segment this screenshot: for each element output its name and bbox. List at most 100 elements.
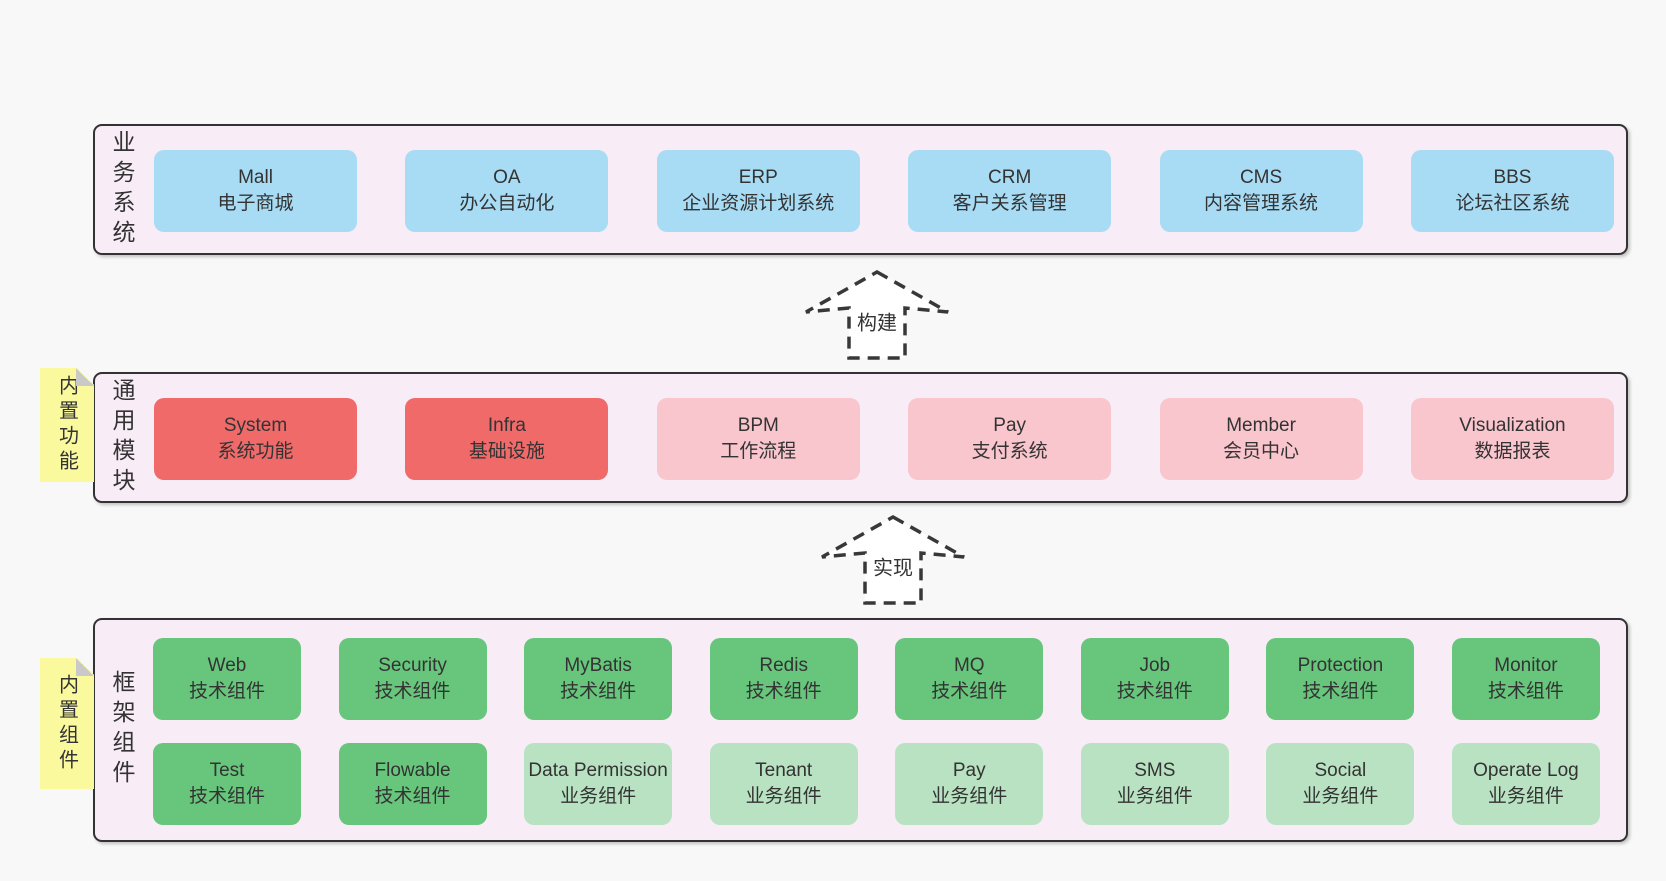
box-name: CRM [988,167,1032,189]
box-name: SMS [1134,760,1176,782]
box-operate-log: Operate Log 业务组件 [1451,743,1600,825]
box-oa: OA 办公自动化 [405,150,609,232]
business-systems-row: Mall 电子商城 OA 办公自动化 ERP 企业资源计划系统 CRM 客户关系… [154,150,1614,232]
box-visualization: Visualization 数据报表 [1410,398,1614,480]
box-name: Monitor [1494,655,1558,677]
box-pay-component: Pay 业务组件 [895,743,1044,825]
box-name: OA [493,167,521,189]
box-desc: 论坛社区系统 [1455,193,1570,214]
box-desc: 技术组件 [1487,681,1564,702]
framework-components-row-1: Web 技术组件 Security 技术组件 MyBatis 技术组件 Redi… [153,638,1600,720]
box-name: Test [209,760,245,782]
box-name: Member [1226,415,1296,437]
box-flowable: Flowable 技术组件 [338,743,487,825]
box-name: Operate Log [1473,760,1579,782]
folded-corner-icon [76,368,94,386]
common-modules-row: System 系统功能 Infra 基础设施 BPM 工作流程 Pay 支付系统… [154,398,1614,480]
build-arrow-label: 构建 [854,306,900,336]
box-desc: 业务组件 [931,786,1008,807]
box-name: System [223,415,288,437]
box-desc: 技术组件 [188,786,265,807]
box-name: Job [1139,655,1171,677]
folded-corner-icon [76,658,94,676]
box-desc: 办公自动化 [459,193,555,214]
box-desc: 业务组件 [1116,786,1193,807]
layer-label-common-modules: 通用模块 [109,377,135,498]
box-security: Security 技术组件 [338,638,487,720]
box-desc: 技术组件 [374,786,451,807]
box-mall: Mall 电子商城 [154,150,357,232]
box-name: Tenant [755,760,813,782]
box-name: Visualization [1459,415,1566,437]
implement-arrow-label: 实现 [870,551,916,581]
box-test: Test 技术组件 [153,743,301,825]
box-bbs: BBS 论坛社区系统 [1410,150,1614,232]
box-name: Data Permission [528,760,668,782]
box-system: System 系统功能 [154,398,357,480]
box-pay-system: Pay 支付系统 [908,398,1112,480]
box-name: Web [207,655,247,677]
box-sms: SMS 业务组件 [1080,743,1229,825]
box-desc: 业务组件 [560,786,637,807]
box-desc: 内容管理系统 [1204,193,1319,214]
box-name: Pay [952,760,986,782]
layer-framework-components: 框架组件 Web 技术组件 Security 技术组件 MyBatis 技术组件… [93,618,1628,842]
box-bpm: BPM 工作流程 [656,398,860,480]
sticky-note-built-in-features: 内置功能 [40,368,94,482]
box-name: Infra [487,415,526,437]
box-name: ERP [738,167,778,189]
box-desc: 业务组件 [1302,786,1379,807]
box-desc: 工作流程 [720,441,797,462]
box-desc: 技术组件 [745,681,822,702]
box-mybatis: MyBatis 技术组件 [524,638,673,720]
box-name: MyBatis [564,655,632,677]
box-desc: 会员中心 [1223,441,1300,462]
box-monitor: Monitor 技术组件 [1451,638,1600,720]
box-data-permission: Data Permission 业务组件 [524,743,673,825]
box-redis: Redis 技术组件 [709,638,858,720]
layer-business-systems: 业务系统 Mall 电子商城 OA 办公自动化 ERP 企业资源计划系统 CRM… [93,124,1628,255]
box-name: Social [1314,760,1367,782]
box-name: BBS [1493,167,1532,189]
box-desc: 技术组件 [560,681,637,702]
layer-label-framework-components: 框架组件 [109,670,135,790]
box-web: Web 技术组件 [153,638,301,720]
sticky-note-built-in-components: 内置组件 [40,658,94,789]
box-name: Redis [759,655,808,677]
box-name: CMS [1239,167,1283,189]
box-name: Flowable [374,760,451,782]
box-desc: 业务组件 [745,786,822,807]
implement-arrow: 实现 [817,514,969,606]
box-erp: ERP 企业资源计划系统 [656,150,860,232]
box-infra: Infra 基础设施 [405,398,609,480]
box-member: Member 会员中心 [1159,398,1363,480]
box-desc: 技术组件 [1302,681,1379,702]
box-mq: MQ 技术组件 [895,638,1044,720]
box-name: Pay [993,415,1027,437]
box-desc: 基础设施 [468,441,545,462]
box-cms: CMS 内容管理系统 [1159,150,1363,232]
sticky-text: 内置功能 [55,375,78,475]
box-desc: 支付系统 [971,441,1048,462]
box-name: MQ [953,655,985,677]
box-name: Protection [1297,655,1384,677]
box-desc: 技术组件 [1116,681,1193,702]
layer-label-business-systems: 业务系统 [109,129,135,250]
box-name: Security [378,655,447,677]
box-desc: 技术组件 [374,681,451,702]
box-desc: 业务组件 [1487,786,1564,807]
box-desc: 技术组件 [931,681,1008,702]
box-desc: 电子商城 [217,193,294,214]
box-name: BPM [737,415,779,437]
layer-common-modules: 通用模块 System 系统功能 Infra 基础设施 BPM 工作流程 Pay… [93,372,1628,503]
box-desc: 企业资源计划系统 [682,193,835,214]
box-job: Job 技术组件 [1080,638,1229,720]
box-desc: 客户关系管理 [952,193,1067,214]
box-desc: 系统功能 [217,441,294,462]
framework-components-row-2: Test 技术组件 Flowable 技术组件 Data Permission … [153,743,1600,825]
box-name: Mall [238,167,273,189]
box-protection: Protection 技术组件 [1266,638,1415,720]
build-arrow: 构建 [801,269,953,361]
box-desc: 数据报表 [1474,441,1551,462]
